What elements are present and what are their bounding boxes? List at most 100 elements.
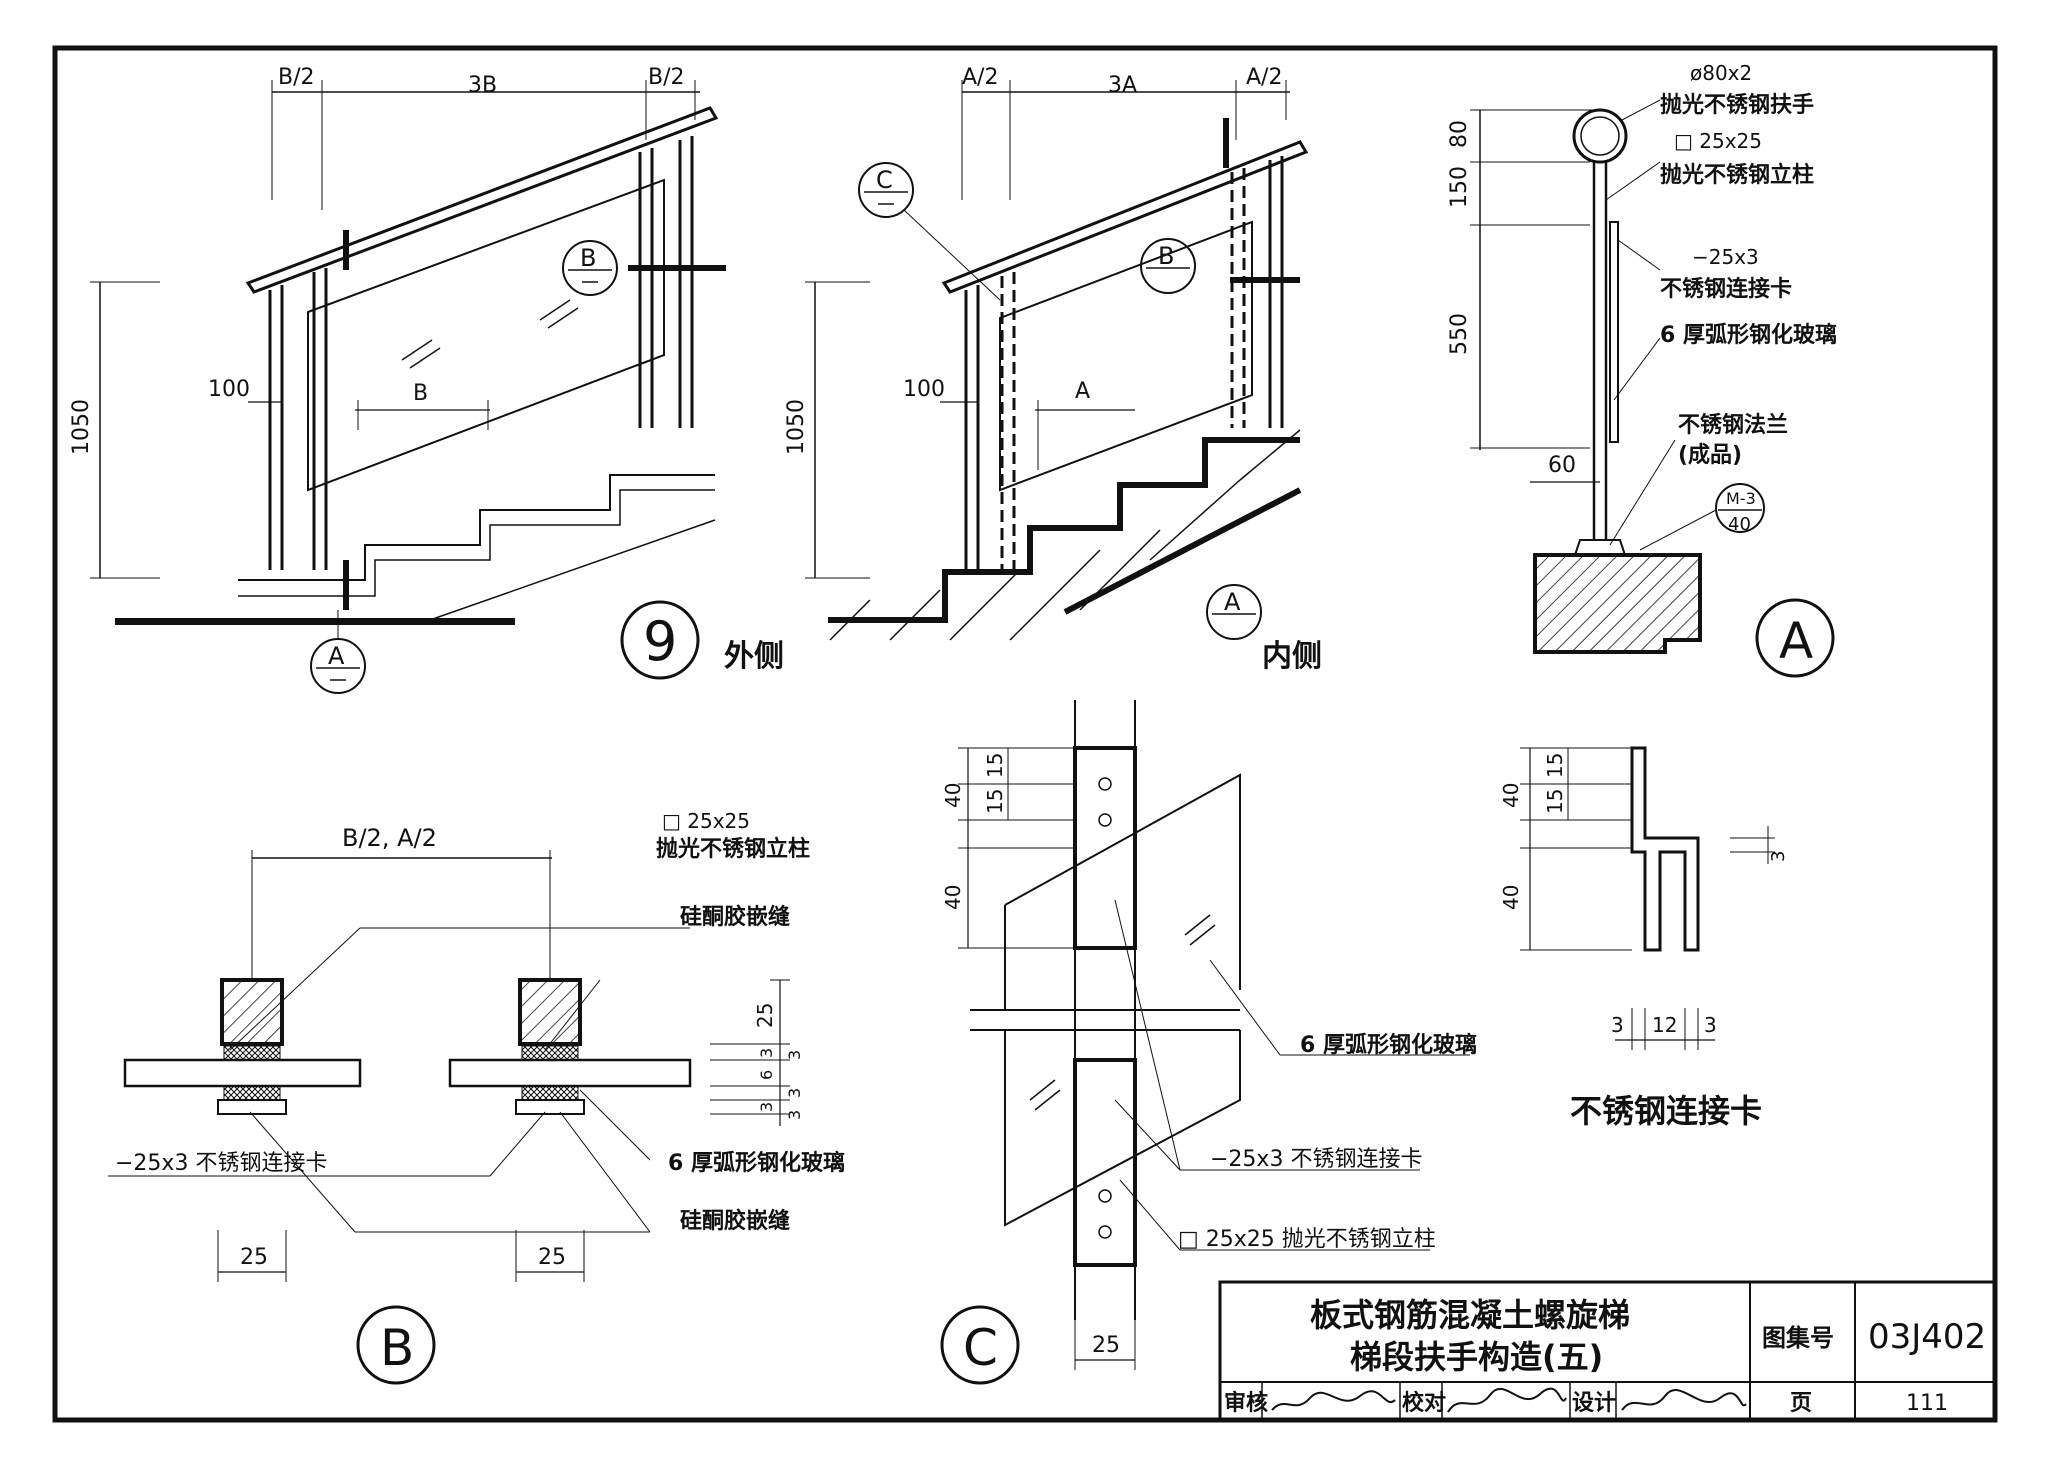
tag-b-outer: B <box>580 244 596 272</box>
detail-9-inner-elevation: A/2 3A A/2 A 100 1050 C <box>784 65 1322 674</box>
clip-dim-15b: 15 <box>1543 789 1567 814</box>
post-size-b: □ 25x25 <box>662 809 750 833</box>
side-dim-6: 6 <box>757 1070 776 1080</box>
side-dim-3c: 3 <box>785 1088 804 1098</box>
detail-9-outer-elevation: B/2 3B B/2 B 100 <box>69 65 784 694</box>
outer-caption: 外侧 <box>724 639 784 674</box>
clip-label-c: −25x3 不锈钢连接卡 <box>1210 1147 1422 1172</box>
glass-label-b: 6 厚弧形钢化玻璃 <box>668 1150 845 1176</box>
dim-b-half-right: B/2 <box>648 65 685 90</box>
dim-b-half-left: B/2 <box>278 65 315 90</box>
glass-panel-section <box>1609 221 1619 443</box>
clip-dim-3-left: 3 <box>1611 1013 1624 1037</box>
detail-b-plan: B/2, A/2 □ 25x25 抛光不锈钢立柱 硅酮胶嵌缝 −25x3 不锈钢… <box>108 809 845 1385</box>
handrail-size: ø80x2 <box>1690 61 1752 85</box>
detail-c-marker: C <box>963 1319 998 1377</box>
clip-dim-3-right-bottom: 3 <box>1704 1013 1717 1037</box>
tag-b-inner-circle <box>1140 238 1196 294</box>
c-dim-40b: 40 <box>941 885 965 910</box>
detail-9-number: 9 <box>643 610 677 673</box>
tag-c-circle <box>858 162 914 218</box>
post-label: 抛光不锈钢立柱 <box>1660 162 1814 188</box>
detail-a-section: 80 150 550 60 ø80x2 抛光不锈钢扶手 □ 25x25 抛光不锈… <box>1447 61 1837 678</box>
handrail-section <box>1572 108 1628 164</box>
inner-caption: 内侧 <box>1262 639 1322 674</box>
clip-detail: 15 15 40 40 3 3 12 3 不锈钢连接卡 <box>1499 746 1789 1130</box>
dim-a: A <box>1075 379 1090 404</box>
dim-100-outer: 100 <box>208 377 250 402</box>
title-line2: 梯段扶手构造(五) <box>1350 1338 1603 1376</box>
dim-3b: 3B <box>468 73 497 98</box>
detail-marker-b <box>356 1305 436 1385</box>
side-dim-3b: 3 <box>785 1050 804 1060</box>
dim-3a: 3A <box>1108 73 1137 98</box>
bottom-dim-25-left: 25 <box>240 1245 268 1270</box>
c-dim-40a: 40 <box>941 783 965 808</box>
title-block: 板式钢筋混凝土螺旋梯 梯段扶手构造(五) 图集号 03J402 审核 校对 设计… <box>1218 1280 1997 1422</box>
handrail-label: 抛光不锈钢扶手 <box>1660 92 1814 118</box>
tag-a-inner-circle <box>1206 584 1262 640</box>
dim-1050-outer: 1050 <box>69 399 94 455</box>
page-label: 页 <box>1790 1391 1812 1416</box>
tag-b-circle <box>562 240 618 296</box>
tag-a-outer: A <box>328 642 345 670</box>
detail-marker-c <box>940 1305 1020 1385</box>
side-dim-3a: 3 <box>757 1048 776 1058</box>
c-dim-25: 25 <box>1092 1333 1120 1358</box>
c-dim-15b: 15 <box>983 789 1007 814</box>
post-label-b: 抛光不锈钢立柱 <box>656 836 810 862</box>
tag-a-inner: A <box>1224 588 1241 616</box>
check-label: 校对 <box>1402 1390 1446 1416</box>
review-label: 审核 <box>1224 1390 1268 1416</box>
post-size: □ 25x25 <box>1674 129 1762 153</box>
side-dim-25: 25 <box>753 1003 777 1028</box>
ref-top: M-3 <box>1726 489 1756 508</box>
ref-bottom: 40 <box>1728 514 1751 535</box>
sealant-bottom: 硅酮胶嵌缝 <box>680 1208 790 1234</box>
designer-signature <box>1621 1389 1747 1411</box>
title-line1: 板式钢筋混凝土螺旋梯 <box>1310 1296 1630 1334</box>
floor-slab <box>115 618 515 625</box>
tag-c: C <box>876 166 893 194</box>
flange-label: 不锈钢法兰 <box>1678 412 1788 438</box>
dim-80: 80 <box>1447 120 1472 148</box>
detail-number-9 <box>620 600 700 680</box>
tag-b-inner: B <box>1158 242 1174 270</box>
dim-a-half-left: A/2 <box>962 65 998 90</box>
dim-60: 60 <box>1548 453 1576 478</box>
dim-150: 150 <box>1447 166 1472 208</box>
glass-label-c: 6 厚弧形钢化玻璃 <box>1300 1032 1477 1058</box>
dim-1050-inner: 1050 <box>784 399 809 455</box>
detail-a-marker: A <box>1779 612 1813 670</box>
design-label: 设计 <box>1572 1391 1616 1416</box>
c-dim-15a: 15 <box>983 753 1007 778</box>
checker-signature <box>1447 1387 1567 1413</box>
side-dim-3e: 3 <box>785 1110 804 1120</box>
sealant-top: 硅酮胶嵌缝 <box>680 904 790 930</box>
post-section-left <box>220 978 284 1046</box>
detail-c-elevation: 15 15 40 40 25 6 厚弧形钢化玻璃 −25x3 不锈钢连接卡 □ … <box>940 700 1477 1385</box>
reviewer-signature <box>1271 1390 1396 1411</box>
glass-label-a: 6 厚弧形钢化玻璃 <box>1660 322 1837 348</box>
dim-a-half-right: A/2 <box>1246 65 1282 90</box>
dim-b: B <box>413 381 428 406</box>
clip-size: −25x3 <box>1692 245 1759 269</box>
clip-dim-12: 12 <box>1652 1013 1677 1037</box>
flange-note: (成品) <box>1678 443 1742 468</box>
clip-dim-40a: 40 <box>1499 783 1523 808</box>
dim-b-a-half: B/2, A/2 <box>342 824 437 852</box>
clip-label-b: −25x3 不锈钢连接卡 <box>115 1151 327 1176</box>
atlas-label: 图集号 <box>1762 1324 1834 1352</box>
clip-plate-lower <box>1073 1058 1137 1267</box>
clip-dim-3-right: 3 <box>1768 851 1789 862</box>
ref-circle <box>1715 483 1765 533</box>
atlas-number: 03J402 <box>1868 1317 1986 1357</box>
clip-dim-40b: 40 <box>1499 885 1523 910</box>
detail-marker-a <box>1755 598 1835 678</box>
clip-profile <box>1630 746 1700 952</box>
post-section-right <box>518 978 582 1046</box>
clip-label: 不锈钢连接卡 <box>1660 276 1792 302</box>
glass-left <box>123 1058 362 1088</box>
detail-b-marker: B <box>380 1319 414 1377</box>
bottom-dim-25-right: 25 <box>538 1245 566 1270</box>
